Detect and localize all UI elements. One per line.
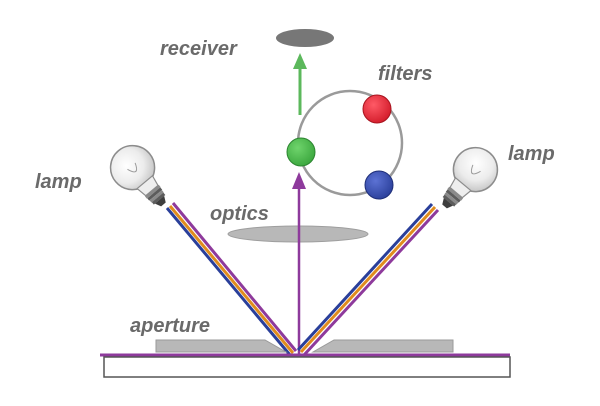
filter-wheel [286,89,404,200]
green-arrow [293,53,307,115]
lamp-right-label: lamp [508,143,555,165]
aperture-plate-left [155,339,288,353]
filter-red [362,94,392,124]
lamp-left-label: lamp [35,171,82,193]
receiver-label: receiver [160,38,238,60]
sample-base [103,356,511,378]
aperture-label: aperture [130,315,210,337]
filter-green [286,137,316,167]
purple-arrow [292,172,306,355]
light-bulb-icon [109,144,166,207]
receiver-disc [276,29,334,47]
right-light-rays [296,202,440,357]
left-light-rays [165,202,298,356]
filters-label: filters [378,63,432,85]
filter-blue [364,170,394,200]
light-bulb-icon [442,146,499,209]
aperture-plate-right [311,339,454,353]
optics-label: optics [210,203,269,225]
